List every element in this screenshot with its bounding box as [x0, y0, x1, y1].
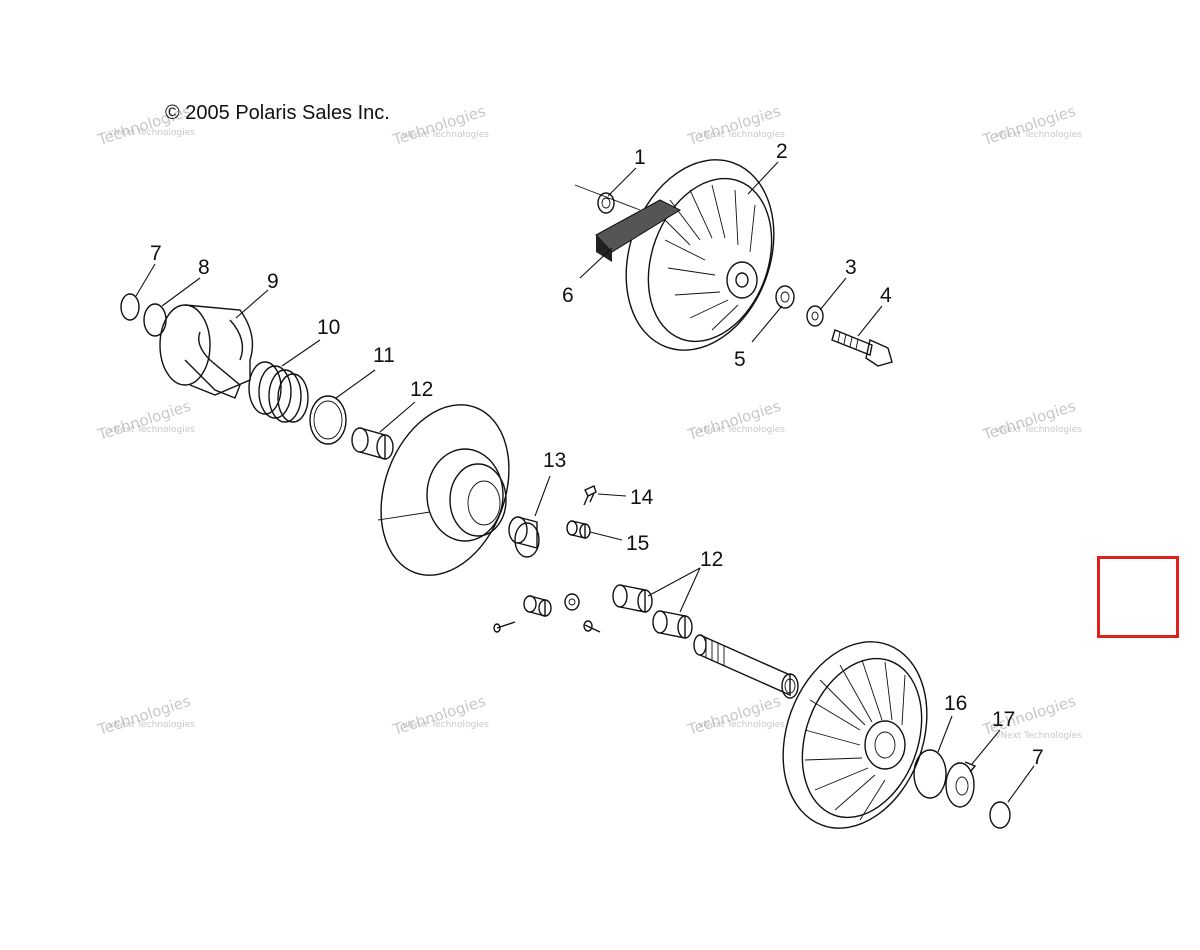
part-sheave-top: [574, 159, 775, 351]
part-bolt-4: [831, 329, 893, 367]
watermark: vNext Technologies: [698, 130, 785, 140]
callout-6: 6: [562, 284, 574, 307]
watermark: Technologies: [685, 102, 783, 149]
part-washer-5: [775, 285, 795, 309]
callout-14: 14: [630, 486, 654, 509]
copyright-text: © 2005 Polaris Sales Inc.: [165, 102, 390, 124]
callout-13: 13: [543, 449, 566, 472]
part-bushing-12: [351, 427, 394, 460]
part-fixed-sheave: [782, 641, 928, 829]
callout-3: 3: [845, 256, 857, 279]
callout-1: 1: [634, 146, 646, 169]
callout-7-lower: 7: [1032, 746, 1044, 769]
callout-16: 16: [944, 692, 967, 715]
watermark: vNext Technologies: [995, 130, 1082, 140]
callout-17: 17: [992, 708, 1015, 731]
callout-7: 7: [150, 242, 162, 265]
part-moveable-sheave: [377, 404, 510, 576]
watermark: vNext Technologies: [108, 425, 195, 435]
part-shaft: [693, 634, 799, 699]
watermark: vNext Technologies: [402, 130, 489, 140]
watermark: vNext Technologies: [698, 720, 785, 730]
part-pin-14: [583, 485, 597, 506]
part-bushing-13: [508, 516, 540, 558]
part-retainer-17: [945, 761, 977, 808]
watermark: vNext Technologies: [995, 731, 1082, 741]
watermark: Technologies: [390, 102, 488, 149]
part-nut-3: [806, 305, 824, 327]
callout-15: 15: [626, 532, 649, 555]
callout-2: 2: [776, 140, 788, 163]
callout-8: 8: [198, 256, 210, 279]
watermark: vNext Technologies: [108, 128, 195, 138]
part-belt: [595, 199, 682, 262]
callout-5: 5: [734, 348, 746, 371]
callout-12-lower: 12: [700, 548, 723, 571]
callout-9: 9: [267, 270, 279, 293]
callout-10: 10: [317, 316, 340, 339]
watermark: Technologies: [685, 692, 783, 739]
part-spring-10: [248, 361, 309, 423]
part-cam-9: [159, 304, 254, 399]
watermark: Technologies: [390, 692, 488, 739]
watermark: vNext Technologies: [698, 425, 785, 435]
callout-12: 12: [410, 378, 433, 401]
part-washer-1: [597, 192, 615, 214]
part-ring-11: [309, 395, 347, 445]
part-small-hardware: [493, 593, 601, 633]
callout-labels: 1 2 3 4 5 6 7 8 9 10 11 12 13 14 15 12 1…: [150, 140, 1044, 769]
watermark: Technologies: [980, 397, 1078, 444]
watermark: Technologies: [95, 397, 193, 444]
part-snap-ring-7: [120, 293, 140, 321]
part-roller-15: [566, 520, 591, 539]
watermark: vNext Technologies: [995, 425, 1082, 435]
leader-lines: [135, 161, 1035, 803]
part-snap-ring-7-lower: [989, 801, 1011, 829]
callout-11: 11: [373, 344, 395, 367]
part-bushings-12-lower: [612, 584, 693, 639]
watermark: Technologies: [95, 692, 193, 739]
part-ring-8: [143, 303, 167, 337]
highlight-box[interactable]: [1097, 556, 1179, 638]
watermark: vNext Technologies: [402, 720, 489, 730]
part-washer-16: [913, 749, 947, 799]
callout-4: 4: [880, 284, 892, 307]
watermark: Technologies: [685, 397, 783, 444]
watermark: vNext Technologies: [108, 720, 195, 730]
watermark: Technologies: [980, 102, 1078, 149]
watermark-layer: Technologies vNext Technologies Technolo…: [95, 102, 1083, 741]
